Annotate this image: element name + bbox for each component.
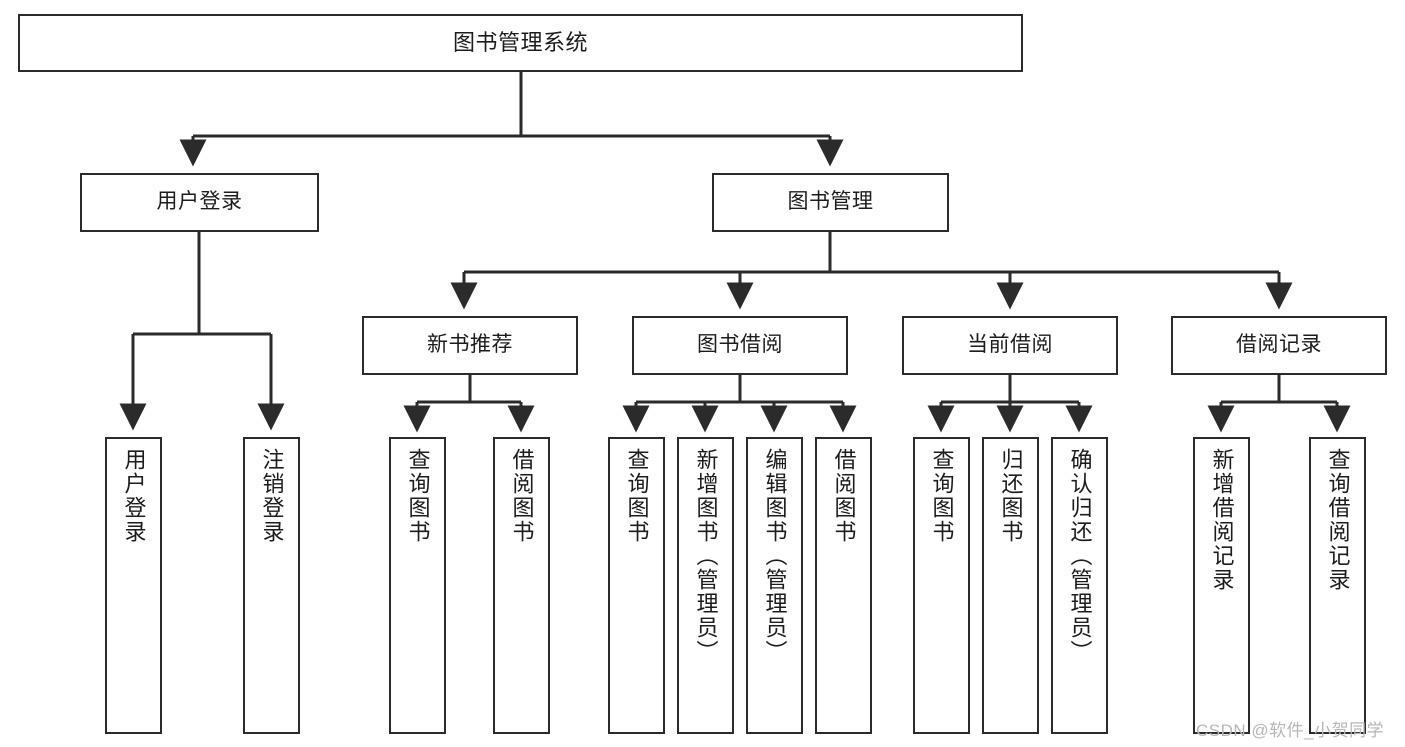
node-label: 查询借阅记录: [1325, 448, 1351, 592]
leaf-add-borrow-record[interactable]: 新增借阅记录: [1193, 437, 1250, 734]
node-root-system[interactable]: 图书管理系统: [18, 14, 1023, 72]
leaf-query-book-borrow[interactable]: 查询图书: [608, 437, 665, 734]
node-label: 新增图书（管理员）: [693, 448, 719, 664]
node-label: 图书借阅: [697, 333, 783, 357]
leaf-query-book-recommend[interactable]: 查询图书: [389, 437, 446, 734]
node-label: 新书推荐: [427, 333, 513, 357]
watermark-text: CSDN @软件_小贺同学: [1196, 721, 1385, 740]
leaf-edit-book-admin[interactable]: 编辑图书（管理员）: [746, 437, 803, 734]
node-label: 图书管理: [787, 190, 874, 214]
node-label: 借阅记录: [1236, 333, 1322, 357]
leaf-borrow-book[interactable]: 借阅图书: [815, 437, 872, 734]
leaf-logout[interactable]: 注销登录: [243, 437, 300, 734]
node-label: 图书管理系统: [452, 30, 588, 56]
node-label: 查询图书: [929, 448, 955, 544]
leaf-borrow-book-recommend[interactable]: 借阅图书: [493, 437, 550, 734]
leaf-confirm-return-admin[interactable]: 确认归还（管理员）: [1051, 437, 1108, 734]
node-label: 注销登录: [259, 448, 285, 544]
node-new-book-recommend[interactable]: 新书推荐: [362, 316, 578, 375]
node-borrow-record[interactable]: 借阅记录: [1171, 316, 1387, 375]
node-user-login[interactable]: 用户登录: [80, 173, 319, 232]
node-label: 当前借阅: [967, 333, 1053, 357]
node-label: 归还图书: [998, 448, 1024, 544]
leaf-user-login[interactable]: 用户登录: [105, 437, 162, 734]
node-label: 新增借阅记录: [1209, 448, 1235, 592]
leaf-query-borrow-record[interactable]: 查询借阅记录: [1309, 437, 1366, 734]
leaf-query-book-current[interactable]: 查询图书: [913, 437, 970, 734]
node-book-borrow[interactable]: 图书借阅: [632, 316, 848, 375]
node-label: 查询图书: [405, 448, 431, 544]
node-label: 借阅图书: [831, 448, 857, 544]
node-label: 借阅图书: [509, 448, 535, 544]
node-label: 查询图书: [624, 448, 650, 544]
node-label: 编辑图书（管理员）: [762, 448, 788, 664]
node-label: 用户登录: [156, 190, 243, 214]
leaf-return-book[interactable]: 归还图书: [982, 437, 1039, 734]
node-label: 确认归还（管理员）: [1067, 448, 1093, 664]
node-current-borrow[interactable]: 当前借阅: [902, 316, 1118, 375]
node-label: 用户登录: [121, 448, 147, 544]
node-book-management[interactable]: 图书管理: [712, 173, 949, 232]
leaf-add-book-admin[interactable]: 新增图书（管理员）: [677, 437, 734, 734]
